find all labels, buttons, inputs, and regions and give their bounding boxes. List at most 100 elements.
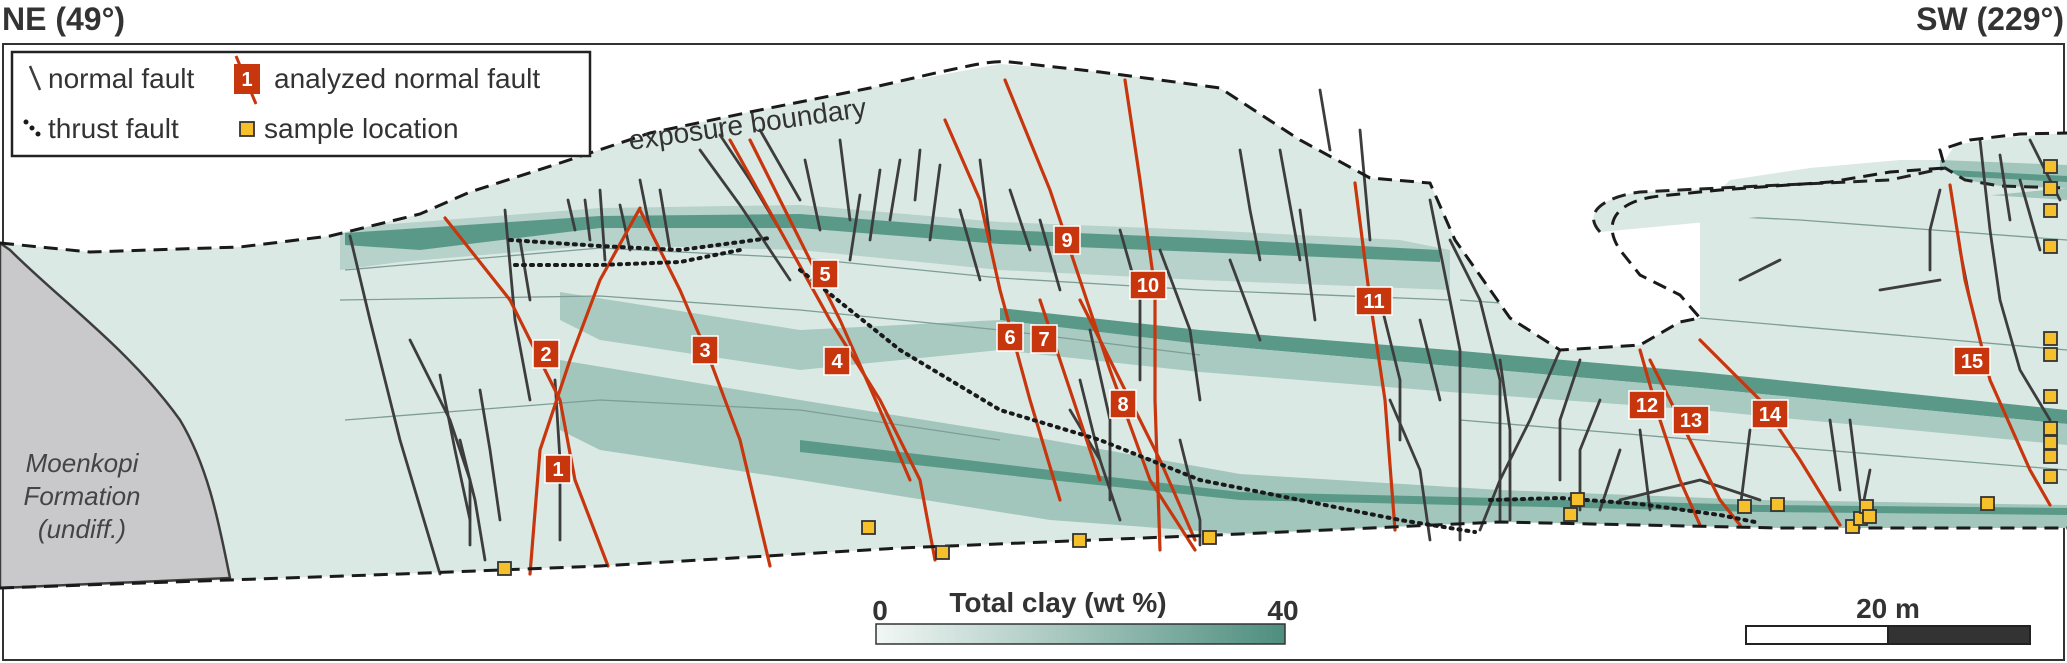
scale-bar: 20 m — [1745, 593, 2031, 645]
sample-marker — [2043, 421, 2058, 436]
fault-label-2: 2 — [532, 339, 560, 369]
svg-text:8: 8 — [1117, 394, 1128, 416]
sample-marker — [2043, 203, 2058, 218]
svg-text:13: 13 — [1680, 410, 1702, 432]
sample-marker — [1980, 496, 1995, 511]
colorbar-title: Total clay (wt %) — [949, 587, 1166, 618]
colorbar-gradient — [875, 623, 1286, 645]
analyzed-fault-badge-number: 1 — [241, 69, 252, 91]
legend-box — [10, 50, 592, 158]
sample-marker — [1770, 497, 1785, 512]
svg-text:15: 15 — [1961, 351, 1983, 373]
fault-label-13: 13 — [1672, 405, 1710, 435]
bed-high-2 — [1000, 308, 2067, 424]
svg-text:9: 9 — [1061, 230, 1072, 252]
svg-text:10: 10 — [1137, 275, 1159, 297]
sample-marker — [2043, 347, 2058, 362]
fault-label-9: 9 — [1053, 225, 1081, 255]
normal-fault-symbol — [28, 65, 42, 91]
analyzed-fault-13 — [1648, 358, 1742, 527]
svg-text:1: 1 — [552, 459, 563, 481]
exposure-boundary — [0, 60, 2067, 352]
scale-bar-black — [1887, 625, 2031, 645]
fault-label-12: 12 — [1628, 390, 1666, 420]
colorbar-max: 40 — [1267, 595, 1298, 626]
sample-marker — [2043, 181, 2058, 196]
sample-locations — [497, 159, 2058, 576]
normal-faults — [348, 88, 2062, 576]
scale-bar-white — [1745, 625, 1889, 645]
svg-text:14: 14 — [1759, 404, 1782, 426]
sample-marker — [1072, 533, 1087, 548]
sample-marker — [2043, 435, 2058, 450]
fault-label-11: 11 — [1355, 286, 1393, 316]
orientation-sw-label: SW (229°) — [1916, 1, 2064, 37]
legend: normal fault 1 analyzed normal fault thr… — [10, 50, 592, 158]
formation-label-1: Moenkopi — [26, 448, 140, 478]
moenkopi-formation — [0, 241, 232, 590]
legend-analyzed-fault-label: analyzed normal fault — [274, 63, 540, 94]
analyzed-fault-4 — [728, 138, 937, 562]
sample-marker — [2043, 159, 2058, 174]
fault-label-4: 4 — [823, 346, 851, 376]
analyzed-fault-12 — [1638, 348, 1702, 527]
fault-label-15: 15 — [1953, 346, 1991, 376]
sample-marker — [935, 545, 950, 560]
svg-text:7: 7 — [1038, 329, 1049, 351]
fault-label-5: 5 — [811, 259, 839, 289]
fault-label-7: 7 — [1030, 324, 1058, 354]
fault-number-labels: 1 2 3 4 5 6 7 8 9 10 11 12 13 14 15 — [532, 225, 1991, 484]
thrust-faults — [508, 236, 1762, 534]
svg-text:3: 3 — [699, 340, 710, 362]
svg-text:6: 6 — [1004, 327, 1015, 349]
formation-label-3: (undiff.) — [38, 514, 126, 544]
sample-marker — [1862, 509, 1877, 524]
svg-text:12: 12 — [1636, 395, 1658, 417]
analyzed-fault-badge — [234, 64, 260, 94]
analyzed-fault-2 — [443, 216, 610, 568]
analyzed-fault-14 — [1698, 338, 1842, 527]
svg-text:5: 5 — [819, 264, 830, 286]
sample-marker — [1570, 492, 1585, 507]
sample-marker — [2043, 469, 2058, 484]
legend-thrust-fault-label: thrust fault — [48, 113, 179, 144]
analyzed-fault-1 — [528, 206, 642, 576]
analyzed-fault-5 — [748, 138, 912, 482]
fault-label-1: 1 — [544, 454, 572, 484]
sample-marker — [2043, 331, 2058, 346]
clay-colorbar: Total clay (wt %) 0 40 — [872, 587, 1299, 645]
sample-marker — [861, 520, 876, 535]
sample-marker — [1737, 499, 1752, 514]
sample-marker — [2043, 449, 2058, 464]
fault-label-14: 14 — [1751, 399, 1789, 429]
fault-label-3: 3 — [691, 335, 719, 365]
svg-text:4: 4 — [831, 351, 843, 373]
legend-normal-fault-label: normal fault — [48, 63, 195, 94]
sample-marker — [2043, 239, 2058, 254]
sample-marker — [2043, 389, 2058, 404]
sample-location-symbol — [239, 121, 255, 137]
fault-label-6: 6 — [996, 322, 1024, 352]
scale-bar-label: 20 m — [1856, 593, 1920, 624]
orientation-ne-label: NE (49°) — [2, 1, 125, 37]
analyzed-fault-11 — [1353, 181, 1397, 532]
sample-marker — [1202, 530, 1217, 545]
bed-high-right-thin — [1950, 170, 2067, 182]
fault-label-8: 8 — [1109, 389, 1137, 419]
formation-label-2: Formation — [23, 481, 140, 511]
outcrop-right-upper — [1592, 166, 2067, 234]
thrust-fault-symbol — [23, 119, 41, 137]
svg-text:11: 11 — [1363, 291, 1384, 313]
svg-text:2: 2 — [540, 344, 551, 366]
legend-sample-location-label: sample location — [264, 113, 459, 144]
fault-label-10: 10 — [1129, 270, 1167, 300]
analyzed-fault-6 — [943, 118, 1062, 502]
bed-high-upper — [345, 214, 1440, 262]
sample-marker — [497, 561, 512, 576]
sample-marker — [1563, 507, 1578, 522]
colorbar-min: 0 — [872, 595, 888, 626]
bed-mid-lower — [560, 360, 2067, 534]
analyzed-fault-15 — [1948, 183, 2052, 507]
